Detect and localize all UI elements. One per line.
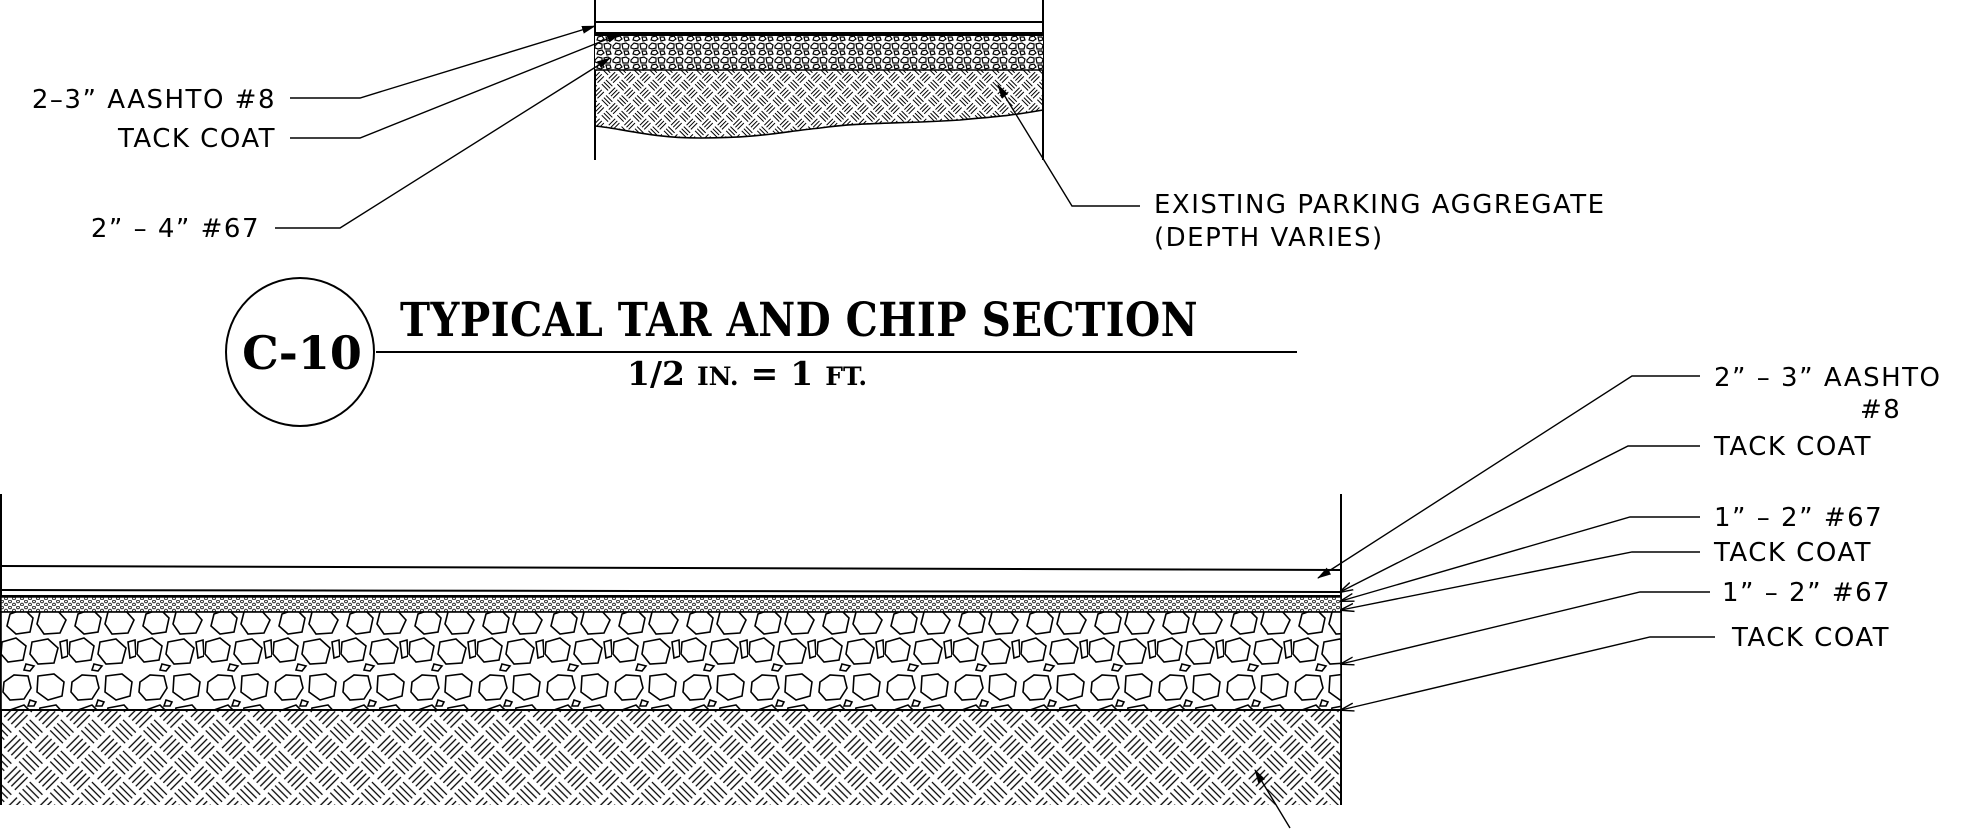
leader-upper-aashto-8: [290, 25, 596, 99]
scale-fraction: 1/2: [627, 354, 685, 393]
scale-note: 1/2 IN. = 1 FT.: [627, 354, 867, 393]
lower-surface-line: [0, 565, 1342, 571]
callout-upper-aashto-8: 2–3” AASHTO #8: [32, 85, 276, 115]
callout-upper-67: 2” – 4” #67: [91, 214, 260, 244]
callout-lower-67-2: 1” – 2” #67: [1722, 578, 1891, 608]
scale-one: 1: [790, 354, 813, 393]
callout-lower-tack-coat-3: TACK COAT: [1731, 623, 1890, 653]
leader-lower-tack-coat-1: [1340, 445, 1700, 592]
upper-tack-coat-layer: [595, 32, 1043, 36]
detail-id: C-10: [242, 326, 362, 380]
upper-aashto-8-layer: [595, 36, 1043, 70]
title-block: C-10 TYPICAL TAR AND CHIP SECTION 1/2 IN…: [225, 277, 1297, 427]
leader-lower-67-2: [1341, 591, 1710, 664]
callout-lower-aashto-8-number: #8: [1860, 395, 1901, 425]
section-title: TYPICAL TAR AND CHIP SECTION: [400, 293, 1198, 348]
upper-existing-aggregate-layer: [594, 69, 1044, 139]
scale-unit-in: IN.: [697, 362, 739, 391]
lower-aashto-8-layer: [0, 596, 1342, 613]
scale-equals: =: [751, 354, 779, 393]
scale-unit-ft: FT.: [825, 362, 867, 391]
leader-lower-67-1: [1341, 516, 1700, 601]
leader-lower-tack-coat-3: [1341, 636, 1715, 710]
leader-lower-aashto-8: [1317, 375, 1700, 579]
lower-tack-line-1: [0, 589, 1342, 593]
leader-upper-tack-coat: [290, 33, 621, 139]
upper-section: 2–3” AASHTO #8 TACK COAT 2” – 4” #67 EXI…: [32, 0, 1606, 253]
leader-upper-67: [275, 57, 611, 229]
leader-lower-tack-coat-2: [1341, 551, 1700, 610]
callout-depth-varies: (DEPTH VARIES): [1154, 223, 1384, 253]
leader-lower-subgrade: [1254, 769, 1291, 829]
lower-subgrade-layer: [1, 710, 1341, 805]
detail-id-circle: [225, 277, 375, 427]
callout-lower-tack-coat-1: TACK COAT: [1713, 432, 1872, 462]
callout-upper-tack-coat: TACK COAT: [117, 124, 276, 154]
callout-lower-tack-coat-2: TACK COAT: [1713, 538, 1872, 568]
lower-67-aggregate-layer: [0, 611, 1342, 711]
callout-existing-aggregate: EXISTING PARKING AGGREGATE: [1154, 190, 1606, 220]
lower-section: 2” – 3” AASHTO #8 TACK COAT 1” – 2” #67 …: [0, 363, 1942, 829]
callout-lower-67-1: 1” – 2” #67: [1714, 503, 1883, 533]
callout-lower-aashto-8: 2” – 3” AASHTO: [1714, 363, 1942, 393]
leader-existing-aggregate: [997, 84, 1140, 207]
